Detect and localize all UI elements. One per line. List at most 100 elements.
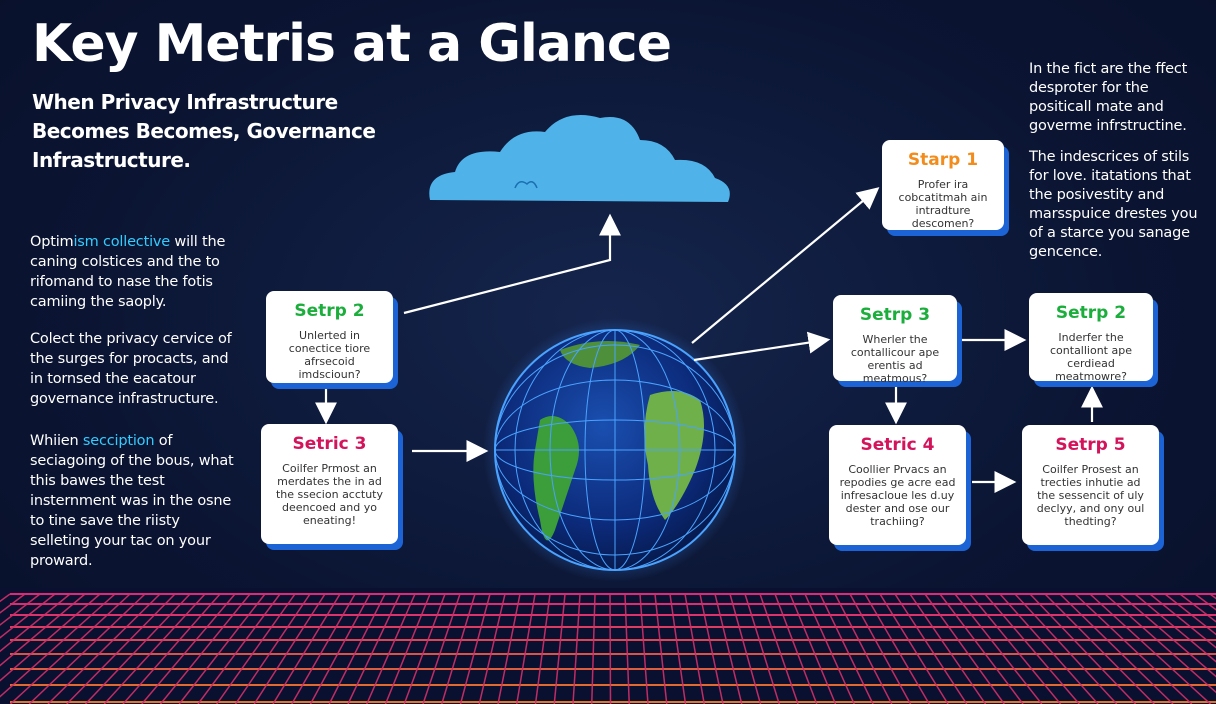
page-title: Key Metris at a Glance [32,14,672,74]
grid-line [347,593,401,704]
arrow-globe-start1 [691,187,880,344]
card-metric-3-title: Setric 3 [292,434,367,454]
grid-line [984,593,1080,704]
left-paragraph-1-highlight: ism collective [73,234,170,250]
card-metric-3-body: Coilfer Prmost an merdates the in ad the… [275,462,384,527]
card-start-1-body: Profer ira cobcatitmah ain intradture de… [898,178,988,230]
grid-line [759,593,799,704]
grid-line [744,593,780,704]
grid-line [0,593,71,653]
grid-line [141,593,236,704]
grid-line [774,593,818,704]
left-paragraph-3-post: of seciagoing of the bous, what this baw… [30,433,234,569]
grid-line [624,593,630,704]
grid-line [894,593,968,704]
grid-line [234,593,311,704]
grid-line [216,593,296,704]
connector-arrows [315,187,1103,493]
grid-line [669,593,687,704]
grid-line [969,593,1062,704]
grid-line [84,593,191,704]
card-step-2-left-title: Setrp 2 [294,301,365,321]
grid-line [849,593,912,704]
card-step-2-right: Setrp 2 Inderfer the contalliont ape cer… [1029,293,1153,383]
grid-line [1149,593,1216,649]
grid-line [1119,593,1216,678]
grid-line [159,593,251,704]
card-metric-4: Setric 4 Coollier Prvacs an repodies ge … [829,425,966,545]
left-paragraph-3-pre: Whiien [30,433,83,449]
grid-line [534,593,551,704]
card-step-5-title: Setrp 5 [1055,435,1126,455]
grid-line [804,593,855,704]
grid-line [1044,593,1155,704]
grid-line [609,593,612,704]
grid-line [1074,593,1193,704]
grid-line [684,593,705,704]
grid-line [1014,593,1118,704]
left-paragraph-3-highlight: secciption [82,433,155,449]
left-paragraph-2-text: Colect the privacy cervice of the surges… [30,331,232,407]
card-step-5-body: Coilfer Prosest an trecties inhutie ad t… [1036,463,1145,528]
left-paragraph-3: Whiien secciption of seciagoing of the b… [30,431,240,571]
globe-icon [483,318,747,582]
grid-line [954,593,1043,704]
grid-line [0,593,41,626]
card-step-2-right-title: Setrp 2 [1055,303,1127,323]
grid-line [366,593,416,704]
grid-line [28,593,146,704]
grid-line [834,593,893,704]
grid-line [924,593,1005,704]
card-step-2-left-body: Unlerted in conectice tiore afrsecoid im… [288,329,371,381]
page-subtitle: When Privacy Infrastructure Becomes Beco… [32,90,376,172]
grid-line [1029,593,1137,704]
card-step-3-body: Wherler the contallicour ape erentis ad … [850,333,940,385]
right-paragraph-1: In the fict are the ffect desproter for … [1029,61,1188,134]
neon-grid-floor [0,588,1216,704]
grid-line [103,593,206,704]
grid-line [714,593,743,704]
left-paragraph-1-post: will the caning colstices and the to rif… [30,234,226,310]
grid-line [572,593,581,704]
card-step-5: Setrp 5 Coilfer Prosest an trecties inhu… [1022,425,1159,545]
grid-line [729,593,762,704]
grid-line [1134,593,1216,663]
left-paragraph-1: Optimism collective will the caning cols… [30,232,240,312]
card-metric-3: Setric 3 Coilfer Prmost an merdates the … [261,424,398,544]
arrow-step2-cloud [403,213,621,315]
grid-line [999,593,1099,704]
card-step-2-right-body: Inderfer the contalliont ape cerdiead me… [1050,331,1132,383]
grid-line [879,593,949,704]
grid-line [272,593,341,704]
grid-line [309,593,371,704]
card-step-2-left: Setrp 2 Unlerted in conectice tiore afrs… [266,291,393,383]
card-start-1-title: Starp 1 [907,150,979,170]
grid-line [497,593,521,704]
grid-line [197,593,281,704]
grid-line [0,593,56,639]
grid-line [864,593,930,704]
card-start-1: Starp 1 Profer ira cobcatitmah ain intra… [882,140,1004,230]
card-step-3: Setrp 3 Wherler the contallicour ape ere… [833,295,957,385]
grid-line [122,593,221,704]
grid-line [819,593,874,704]
grid-line [1164,593,1216,636]
grid-line [1179,593,1216,623]
grid-line [459,593,491,704]
left-paragraph-2: Colect the privacy cervice of the surges… [30,329,240,409]
grid-line [909,593,987,704]
grid-line [441,593,476,704]
grid-line [0,593,116,698]
grid-line [478,593,506,704]
grid-line [516,593,536,704]
grid-line [403,593,446,704]
grid-line [654,593,668,704]
grid-line [0,593,101,682]
grid-line [422,593,461,704]
grid-line [1059,593,1174,704]
right-paragraph-2: The indescrices of stils for love. itata… [1029,149,1198,260]
grid-line [1089,593,1212,704]
grid-line [639,593,649,704]
grid-line [47,593,161,704]
